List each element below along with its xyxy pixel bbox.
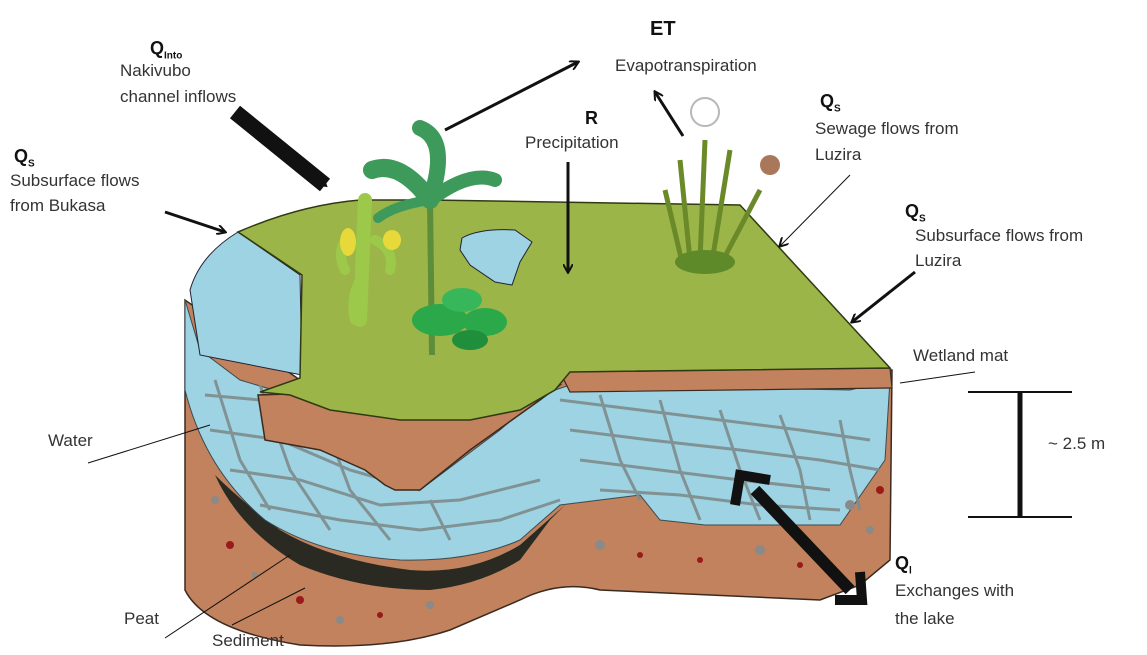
wetland-mat-label: Wetland mat [913, 345, 1008, 367]
qs-bukasa-arrow [165, 212, 225, 232]
et-arrow-left [445, 62, 578, 130]
et-arrow-right [655, 92, 683, 136]
q-into-label-2: channel inflows [120, 86, 236, 108]
r-symbol: R [585, 107, 598, 129]
wetland-mat-leader [900, 372, 975, 383]
q-into-arrow [235, 112, 325, 185]
r-label: Precipitation [525, 132, 619, 154]
q-into-label-1: Nakivubo [120, 60, 191, 82]
ql-label-1: Exchanges with [895, 580, 1014, 602]
sewage-arrow [780, 175, 850, 246]
ql-label-2: the lake [895, 608, 955, 630]
peat-label: Peat [124, 608, 159, 630]
depth-label: ~ 2.5 m [1048, 433, 1105, 455]
qs-luzira-label-1: Subsurface flows from [915, 225, 1083, 247]
qs-bukasa-label-2: from Bukasa [10, 195, 105, 217]
sediment-label: Sediment [212, 630, 284, 652]
et-symbol: ET [650, 18, 676, 40]
ql-symbol: Ql [895, 552, 912, 583]
qs-luzira-label-2: Luzira [915, 250, 961, 272]
water-label: Water [48, 430, 93, 452]
qs-sewage-symbol: QS [820, 90, 841, 121]
qs-sewage-label-2: Luzira [815, 144, 861, 166]
et-label: Evapotranspiration [615, 55, 757, 77]
qs-luzira-arrow [852, 272, 915, 322]
qs-bukasa-label-1: Subsurface flows [10, 170, 139, 192]
qs-sewage-label-1: Sewage flows from [815, 118, 959, 140]
